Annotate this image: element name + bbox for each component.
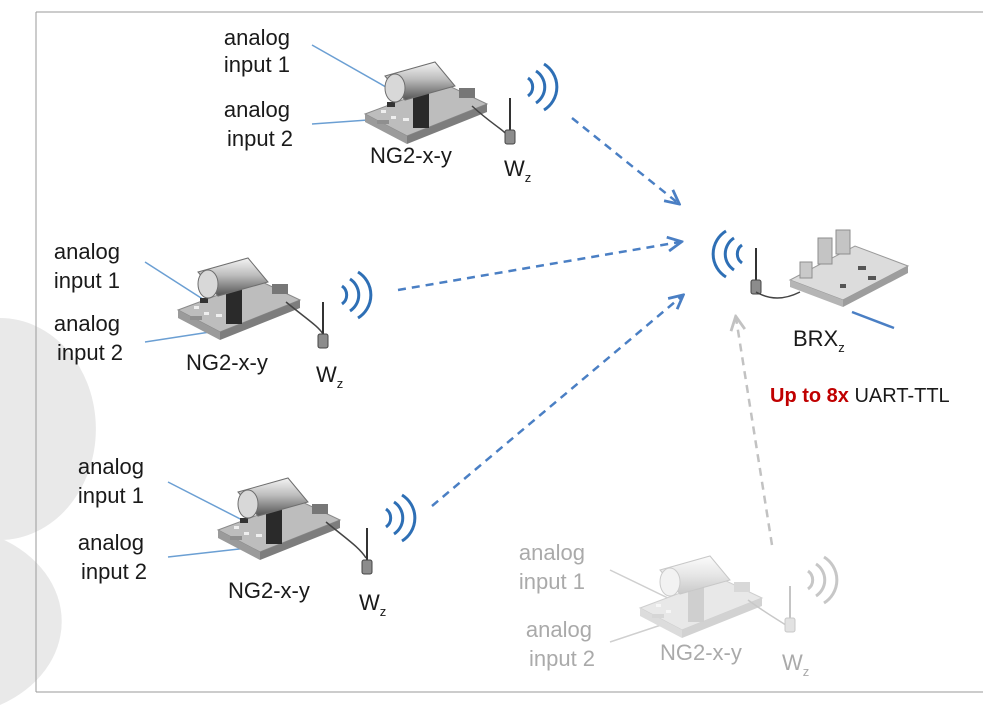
- node-3-radio-label: W: [359, 590, 380, 615]
- receiver-antenna-icon: [750, 247, 762, 295]
- node-3-input-1-label-b: input 1: [78, 483, 144, 508]
- node-3-antenna-icon: [361, 527, 373, 575]
- node-2-radio-label: W: [316, 362, 337, 387]
- node-3-input-2-label-a: analog: [78, 530, 144, 555]
- node-2-input-2-lead: [144, 331, 211, 343]
- node-2-antenna-cable: [285, 301, 324, 335]
- node-1-wireless-icon: [526, 62, 559, 112]
- sensor-node-4-optional: analog input 1 analog input 2 NG2-x-y Wz: [519, 540, 839, 679]
- node-1-input-1-label-b: input 1: [224, 52, 290, 77]
- svg-text:analog input 1 ana: analog input 1 analog input 2: [519, 540, 598, 671]
- node-1-input-2-label-a: analog: [224, 97, 290, 122]
- receiver-output-cable: [851, 310, 895, 330]
- node-4-radio-label: W: [782, 650, 803, 675]
- node-1-antenna-cable: [471, 105, 511, 141]
- node-2-wireless-icon: [340, 270, 373, 320]
- node-3-input-1-label-a: analog: [78, 454, 144, 479]
- node-4-input-2-label-a: analog: [526, 617, 592, 642]
- node-3-radio-subscript: z: [380, 604, 387, 619]
- node-4-input-1-lead: [609, 569, 673, 601]
- receiver-name-subscript: z: [838, 340, 845, 355]
- node-3-input-2-label-b: input 2: [81, 559, 147, 584]
- receiver-board-icon: [788, 229, 910, 307]
- node-2-antenna-icon: [317, 301, 329, 349]
- node-1-radio-label: W: [504, 156, 525, 181]
- node-3-input-1-lead: [167, 481, 253, 526]
- receiver-wireless-icon: [711, 229, 744, 279]
- receiver-capacity-highlight: Up to 8x: [770, 385, 849, 407]
- link-node-2-to-receiver: [397, 242, 680, 292]
- svg-text:analog input 1 ana: analog input 1 analog input 2: [54, 239, 126, 365]
- node-4-input-1-label-a: analog: [519, 540, 585, 565]
- node-3-wireless-icon: [384, 493, 417, 543]
- receiver-antenna-cable: [755, 291, 801, 299]
- node-2-device-label: NG2-x-y: [186, 350, 268, 375]
- node-1-input-1-label-a: analog: [224, 25, 290, 50]
- node-3-device-label: NG2-x-y: [228, 578, 310, 603]
- node-4-device-label: NG2-x-y: [660, 640, 742, 665]
- node-4-input-1-label-b: input 1: [519, 569, 585, 594]
- svg-text:analog input 1 ana: analog input 1 analog input 2: [78, 454, 150, 584]
- sensor-node-1: analog input 1 analog input 2 NG2-x-y Wz: [224, 25, 559, 185]
- svg-text:Wz: Wz: [359, 590, 386, 619]
- node-4-input-2-label-b: input 2: [529, 646, 595, 671]
- background-arc-bottom: [0, 538, 62, 705]
- node-4-radio-subscript: z: [803, 664, 810, 679]
- svg-text:BRXz: BRXz: [793, 326, 845, 355]
- node-2-radio-subscript: z: [337, 376, 344, 391]
- node-3-antenna-cable: [325, 521, 367, 559]
- sensor-node-3: analog input 1 analog input 2 NG2-x-y Wz: [78, 454, 417, 619]
- node-3-module-icon: [217, 477, 341, 561]
- node-2-input-2-label-b: input 2: [57, 340, 123, 365]
- node-2-input-2-label-a: analog: [54, 311, 120, 336]
- node-1-module-icon: [364, 61, 488, 145]
- node-1-device-label: NG2-x-y: [370, 143, 452, 168]
- node-3-input-2-lead: [167, 547, 249, 558]
- node-4-wireless-icon: [806, 555, 839, 605]
- svg-text:analog input 1 ana: analog input 1 analog input 2: [224, 25, 296, 151]
- receiver-capacity-label: UART-TTL: [854, 385, 949, 407]
- receiver-name-label: BRX: [793, 326, 839, 351]
- node-4-antenna-cable: [747, 599, 791, 629]
- svg-text:Wz: Wz: [504, 156, 531, 185]
- link-node-3-to-receiver: [431, 296, 682, 507]
- node-2-input-1-lead: [144, 261, 213, 306]
- node-2-input-1-label-a: analog: [54, 239, 120, 264]
- node-1-antenna-icon: [504, 97, 516, 145]
- node-4-antenna-icon: [784, 585, 796, 633]
- receiver-node: BRXz Up to 8x UART-TTL: [711, 229, 950, 407]
- background-arc-top: [0, 318, 96, 540]
- sensor-node-2: analog input 1 analog input 2 NG2-x-y Wz: [54, 239, 373, 391]
- node-1-radio-subscript: z: [525, 170, 532, 185]
- node-2-input-1-label-b: input 1: [54, 268, 120, 293]
- svg-text:Wz: Wz: [316, 362, 343, 391]
- svg-text:Wz: Wz: [782, 650, 809, 679]
- link-node-4-to-receiver: [736, 318, 774, 546]
- link-node-1-to-receiver: [571, 117, 678, 203]
- svg-text:Up to 8x UART-TTL: Up to 8x UART-TTL: [770, 385, 950, 407]
- node-2-module-icon: [177, 257, 301, 341]
- node-1-input-2-label-b: input 2: [227, 126, 293, 151]
